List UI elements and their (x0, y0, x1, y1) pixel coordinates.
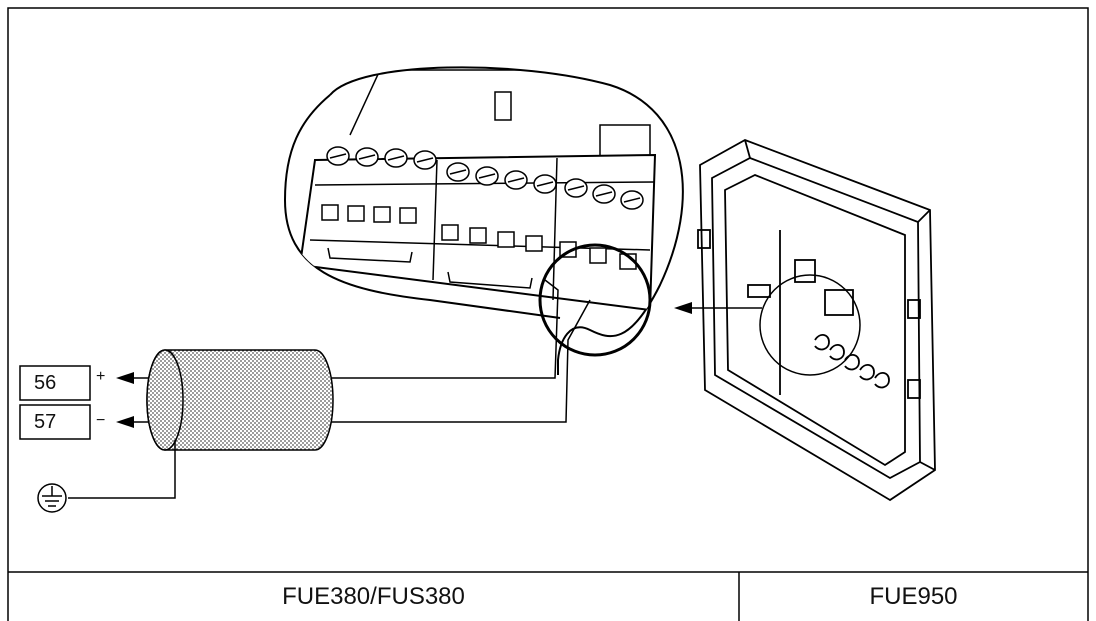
minus-sign: − (96, 412, 106, 429)
plus-sign: + (96, 368, 106, 385)
terminal-57-label: 57 (34, 410, 57, 433)
ground-wire (68, 440, 176, 499)
outer-border (7, 7, 1089, 621)
caption-right: FUE950 (869, 582, 958, 610)
terminal-56-label: 56 (34, 371, 57, 394)
arrow-plus (116, 372, 134, 384)
terminal-block-zoom (283, 66, 684, 375)
pointer-arrow (674, 302, 762, 314)
terminal-box-57 (19, 404, 91, 440)
shielded-cable-icon (146, 349, 334, 451)
terminal-box-56 (19, 365, 91, 401)
caption-left: FUE380/FUS380 (282, 582, 465, 610)
device-housing (697, 139, 936, 502)
signal-wires (134, 279, 591, 423)
magnifier-circle (538, 243, 652, 357)
ground-symbol-icon (37, 483, 67, 513)
arrow-minus (116, 416, 134, 428)
